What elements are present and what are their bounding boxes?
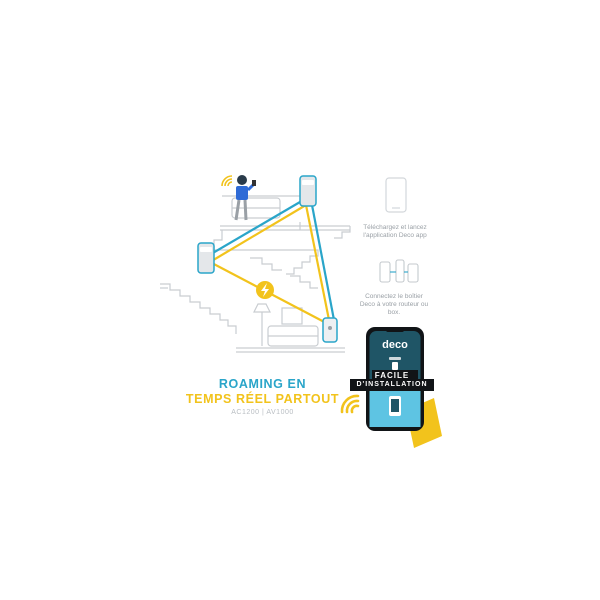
badge-facile: FACILE (374, 371, 410, 380)
model-numbers: AC1200 | AV1000 (231, 409, 294, 416)
wifi-icon (221, 175, 233, 187)
deco-unit-top (299, 175, 317, 207)
headline-line2: TEMPS RÉEL PARTOUT (185, 392, 340, 406)
install-badge-bg (350, 379, 434, 391)
headline-line1: ROAMING EN (218, 377, 307, 391)
badge-installation: D'INSTALLATION (356, 381, 428, 388)
deco-unit-left (197, 242, 215, 274)
install-badge-top (372, 370, 418, 380)
phone-outline-icon (385, 177, 407, 213)
router-connection-icon (379, 259, 419, 283)
wifi-signal-icon (340, 394, 360, 414)
person-figure (234, 175, 256, 221)
step-connect-router: Connectez le boîtier Deco à votre routeu… (359, 293, 429, 316)
lightning-icon (256, 281, 274, 299)
house-structure (160, 195, 351, 353)
deco-logo: deco (382, 339, 408, 351)
deco-unit-bottom (322, 317, 338, 343)
step-download-app: Téléchargez et lancez l'application Deco… (363, 224, 427, 239)
